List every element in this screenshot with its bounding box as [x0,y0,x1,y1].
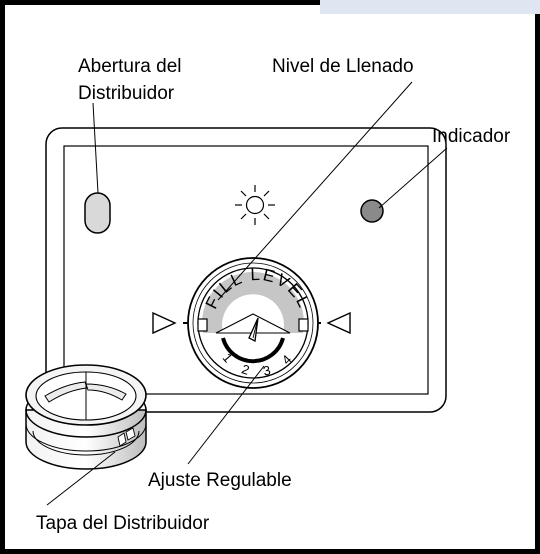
left-arrow-icon [152,311,177,335]
dispenser-cap[interactable] [25,364,147,470]
dial-setting-3: 3 [262,362,272,378]
leader-fill-level [217,81,413,301]
label-indicator: Indicador [432,126,511,147]
dial-pointer [248,317,259,342]
leader-dispenser-cap [46,451,116,506]
label-dispenser-cap: Tapa del Distribuidor [36,513,210,534]
label-adjustable-setting: Ajuste Regulable [148,470,292,491]
dispenser-opening[interactable] [84,192,111,234]
fill-level-dial[interactable] [187,257,319,389]
label-dispenser-opening-line1: Abertura del [78,56,182,77]
label-dispenser-opening-line2: Distribuidor [78,83,175,104]
leader-indicator [378,147,448,209]
leader-dispenser-opening [92,102,99,194]
indicator-light [360,199,384,223]
dial-setting-2: 2 [240,361,252,377]
label-fill-level: Nivel de Llenado [272,56,414,77]
leader-adjustable-setting [187,365,265,465]
right-arrow-icon [326,311,351,335]
rinse-aid-sun-icon [235,185,275,225]
corner-tab [320,0,540,14]
